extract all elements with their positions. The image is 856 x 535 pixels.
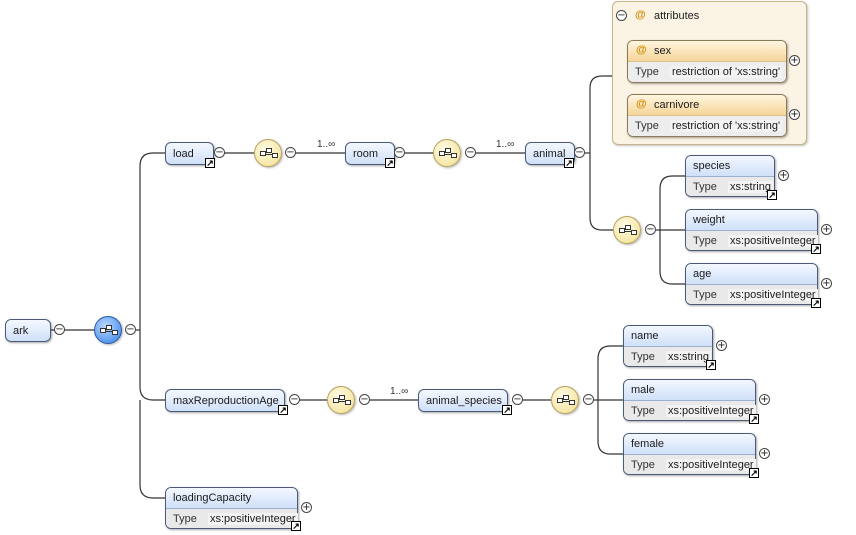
type-value: xs:string — [666, 351, 711, 363]
type-label: Type — [635, 66, 659, 78]
collapse-icon[interactable]: − — [616, 10, 627, 21]
type-label: Type — [631, 351, 655, 363]
type-label: Type — [693, 235, 717, 247]
type-label: Type — [631, 405, 655, 417]
element-age[interactable]: age Type xs:positiveInteger — [685, 263, 818, 305]
expand-icon[interactable]: + — [778, 170, 789, 181]
expand-icon[interactable]: + — [789, 109, 800, 120]
collapse-icon[interactable]: − — [54, 324, 65, 335]
link-icon[interactable]: ↗ — [278, 405, 288, 415]
type-value: xs:positiveInteger — [666, 405, 756, 417]
type-label: Type — [693, 181, 717, 193]
element-label: animal — [533, 148, 566, 160]
link-icon[interactable]: ↗ — [291, 521, 301, 531]
collapse-icon[interactable]: − — [359, 394, 370, 405]
link-icon[interactable]: ↗ — [205, 158, 215, 168]
type-value: xs:positiveInteger — [666, 459, 756, 471]
expand-icon[interactable]: + — [716, 340, 727, 351]
element-label: load — [173, 148, 194, 160]
link-icon[interactable]: ↗ — [706, 360, 716, 370]
expand-icon[interactable]: + — [759, 394, 770, 405]
collapse-icon[interactable]: − — [574, 147, 585, 158]
sequence-icon[interactable] — [433, 139, 461, 167]
collapse-icon[interactable]: − — [465, 147, 476, 158]
collapse-icon[interactable]: − — [214, 147, 225, 158]
element-ark[interactable]: ark — [5, 319, 51, 342]
type-label: Type — [693, 289, 717, 301]
expand-icon[interactable]: + — [821, 224, 832, 235]
type-label: Type — [635, 120, 659, 132]
link-icon[interactable]: ↗ — [749, 414, 759, 424]
element-loadingCapacity[interactable]: loadingCapacity Type xs:positiveInteger — [165, 487, 298, 529]
sequence-icon[interactable] — [613, 216, 641, 244]
collapse-icon[interactable]: − — [289, 394, 300, 405]
element-label: ark — [13, 325, 29, 337]
element-animal[interactable]: animal — [525, 142, 575, 165]
element-weight[interactable]: weight Type xs:positiveInteger — [685, 209, 818, 251]
sequence-icon[interactable] — [94, 316, 122, 344]
attribute-icon: @ — [636, 44, 647, 56]
element-maxReproductionAge[interactable]: maxReproductionAge — [165, 389, 285, 412]
element-animal_species[interactable]: animal_species — [418, 389, 508, 412]
element-load[interactable]: load — [165, 142, 214, 165]
cardinality-label: 1..∞ — [390, 386, 409, 397]
sequence-icon[interactable] — [254, 139, 282, 167]
element-label: maxReproductionAge — [173, 395, 279, 407]
attribute-name: sex — [654, 45, 672, 57]
link-icon[interactable]: ↗ — [385, 158, 395, 168]
collapse-icon[interactable]: − — [645, 224, 656, 235]
attribute-icon: @ — [635, 9, 646, 21]
element-label: room — [353, 148, 379, 160]
element-name[interactable]: name Type xs:string — [623, 325, 713, 367]
link-icon[interactable]: ↗ — [767, 190, 777, 200]
link-icon[interactable]: ↗ — [811, 244, 821, 254]
type-label: Type — [631, 459, 655, 471]
attributes-group-label: attributes — [654, 10, 700, 22]
element-label: name — [631, 330, 659, 342]
collapse-icon[interactable]: − — [394, 147, 405, 158]
collapse-icon[interactable]: − — [583, 394, 594, 405]
element-label: animal_species — [426, 395, 502, 407]
cardinality-label: 1..∞ — [317, 139, 336, 150]
type-label: Type — [173, 513, 197, 525]
type-value: xs:positiveInteger — [728, 289, 818, 301]
type-value: xs:string — [728, 181, 773, 193]
link-icon[interactable]: ↗ — [502, 405, 512, 415]
expand-icon[interactable]: + — [301, 502, 312, 513]
element-species[interactable]: species Type xs:string — [685, 155, 775, 197]
expand-icon[interactable]: + — [759, 448, 770, 459]
sequence-icon[interactable] — [551, 386, 579, 414]
element-label: age — [693, 268, 712, 280]
expand-icon[interactable]: + — [789, 55, 800, 66]
expand-icon[interactable]: + — [821, 278, 832, 289]
element-label: female — [631, 438, 665, 450]
attribute-icon: @ — [636, 98, 647, 110]
link-icon[interactable]: ↗ — [811, 298, 821, 308]
collapse-icon[interactable]: − — [125, 324, 136, 335]
type-value: restriction of 'xs:string' — [670, 120, 783, 132]
link-icon[interactable]: ↗ — [749, 468, 759, 478]
type-value: restriction of 'xs:string' — [670, 66, 783, 78]
sequence-icon[interactable] — [327, 386, 355, 414]
attribute-sex[interactable]: @ sex Type restriction of 'xs:string' — [627, 40, 787, 83]
element-room[interactable]: room — [345, 142, 395, 165]
attribute-name: carnivore — [654, 99, 700, 111]
collapse-icon[interactable]: − — [512, 394, 523, 405]
collapse-icon[interactable]: − — [285, 147, 296, 158]
element-female[interactable]: female Type xs:positiveInteger — [623, 433, 756, 475]
element-male[interactable]: male Type xs:positiveInteger — [623, 379, 756, 421]
type-value: xs:positiveInteger — [208, 513, 298, 525]
attributes-group: − @ attributes @ sex Type restriction of… — [612, 1, 807, 145]
element-label: male — [631, 384, 655, 396]
element-label: loadingCapacity — [173, 492, 252, 504]
element-label: species — [693, 160, 731, 172]
cardinality-label: 1..∞ — [496, 139, 515, 150]
type-value: xs:positiveInteger — [728, 235, 818, 247]
attribute-carnivore[interactable]: @ carnivore Type restriction of 'xs:stri… — [627, 94, 787, 137]
element-label: weight — [693, 214, 725, 226]
link-icon[interactable]: ↗ — [564, 158, 574, 168]
